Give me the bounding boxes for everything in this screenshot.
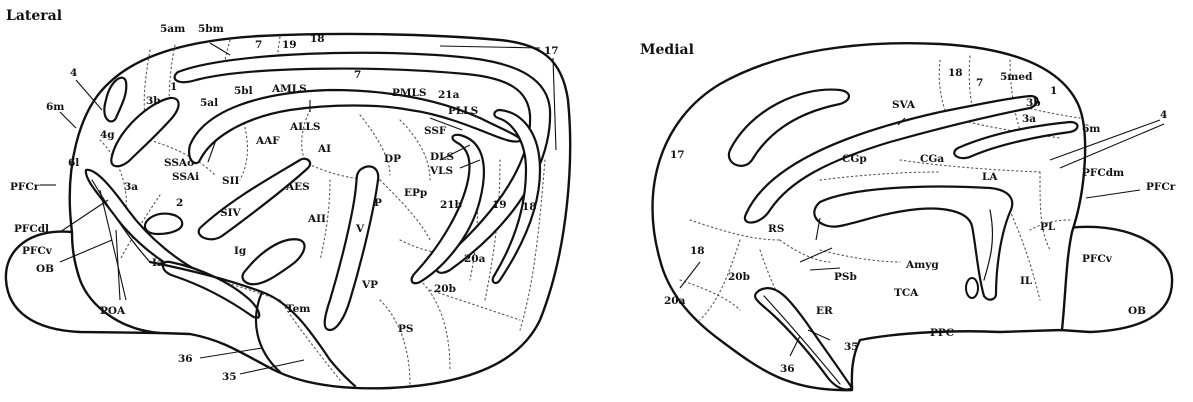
label-3a: 3a [124, 181, 138, 193]
label-3a-medial: 3a [1022, 113, 1036, 125]
label-PL: PL [1040, 221, 1056, 233]
label-4g: 4g [100, 129, 115, 141]
medial-olfactory-bulb [1060, 227, 1172, 332]
label-POA: POA [100, 305, 126, 317]
label-7-upper: 7 [255, 39, 262, 51]
label-AMLS: AMLS [271, 83, 307, 95]
label-P: P [374, 197, 382, 209]
label-3b: 3b [146, 95, 161, 107]
label-21b: 21b [440, 199, 462, 211]
medial-view [653, 43, 1173, 390]
label-TCA: TCA [894, 287, 919, 299]
label-EPp: EPp [404, 187, 427, 199]
label-18-lower: 18 [522, 201, 537, 213]
label-PFCv-medial: PFCv [1082, 253, 1113, 265]
label-PSb: PSb [834, 271, 857, 283]
label-PLLS: PLLS [448, 105, 478, 117]
label-VP: VP [361, 279, 378, 291]
label-Tem: Tem [286, 303, 310, 315]
label-5al: 5al [200, 97, 218, 109]
label-6m: 6m [46, 101, 64, 113]
label-20a: 20a [464, 253, 486, 265]
label-Ia: Ia [152, 257, 164, 269]
label-7-mid: 7 [354, 69, 361, 81]
label-21a: 21a [438, 89, 460, 101]
label-IL: IL [1020, 275, 1033, 287]
label-2: 2 [176, 197, 183, 209]
label-V: V [355, 223, 365, 235]
lateral-sulcus-coronal [145, 214, 182, 234]
label-5bm: 5bm [198, 23, 224, 35]
label-1: 1 [170, 81, 177, 93]
label-PPC: PPC [930, 327, 954, 339]
label-5am: 5am [160, 23, 185, 35]
medial-title: Medial [640, 42, 694, 58]
label-CGa: CGa [920, 153, 944, 165]
label-17: 17 [544, 45, 559, 57]
label-20b: 20b [434, 283, 456, 295]
label-4-medial: 4 [1160, 109, 1167, 121]
label-Ig: Ig [234, 245, 247, 257]
label-PFCdm: PFCdm [1082, 167, 1124, 179]
label-18-medial-lower: 18 [690, 245, 705, 257]
label-AI: AI [317, 143, 331, 155]
label-36-medial: 36 [780, 363, 795, 375]
label-1-medial: 1 [1050, 85, 1057, 97]
label-4: 4 [70, 67, 77, 79]
label-35-medial: 35 [844, 341, 859, 353]
label-PFCr: PFCr [10, 181, 40, 193]
label-AES: AES [285, 181, 310, 193]
label-SSF: SSF [424, 125, 447, 137]
label-PMLS: PMLS [392, 87, 426, 99]
label-18-upper: 18 [310, 33, 325, 45]
label-36-lateral: 36 [178, 353, 193, 365]
label-20b-medial: 20b [728, 271, 750, 283]
label-20a-medial: 20a [664, 295, 686, 307]
label-19-lower: 19 [492, 199, 507, 211]
label-PS: PS [398, 323, 413, 335]
label-5bl: 5bl [234, 85, 253, 97]
label-CGp: CGp [842, 153, 867, 165]
label-RS: RS [768, 223, 784, 235]
label-OB-lateral: OB [36, 263, 54, 275]
label-SVA: SVA [892, 99, 916, 111]
label-ALLS: ALLS [289, 121, 321, 133]
medial-mammillary-body [966, 278, 978, 298]
label-AAF: AAF [255, 135, 280, 147]
label-SSAo: SSAo [164, 157, 194, 169]
label-DP: DP [384, 153, 401, 165]
label-Amyg: Amyg [905, 259, 939, 271]
label-OB-medial: OB [1128, 305, 1146, 317]
label-7-medial: 7 [976, 77, 983, 89]
label-PFCr-medial: PFCr [1146, 181, 1176, 193]
label-ER: ER [816, 305, 833, 317]
label-5med: 5med [1000, 71, 1033, 83]
lateral-title: Lateral [6, 8, 62, 24]
label-VLS: VLS [429, 165, 453, 177]
label-6m-medial: 6m [1082, 123, 1100, 135]
label-PFCdl: PFCdl [14, 223, 49, 235]
label-3b-medial: 3b [1026, 97, 1041, 109]
label-AII: AII [307, 213, 326, 225]
label-SIV: SIV [220, 207, 241, 219]
label-18-medial-upper: 18 [948, 67, 963, 79]
label-17-medial: 17 [670, 149, 685, 161]
label-6l: 6l [68, 157, 79, 169]
label-DLS: DLS [430, 151, 454, 163]
label-PFCv: PFCv [22, 245, 53, 257]
label-35-lateral: 35 [222, 371, 237, 383]
label-SII: SII [222, 175, 239, 187]
label-LA: LA [982, 171, 998, 183]
label-19-upper: 19 [282, 39, 297, 51]
label-SSAi: SSAi [172, 171, 199, 183]
